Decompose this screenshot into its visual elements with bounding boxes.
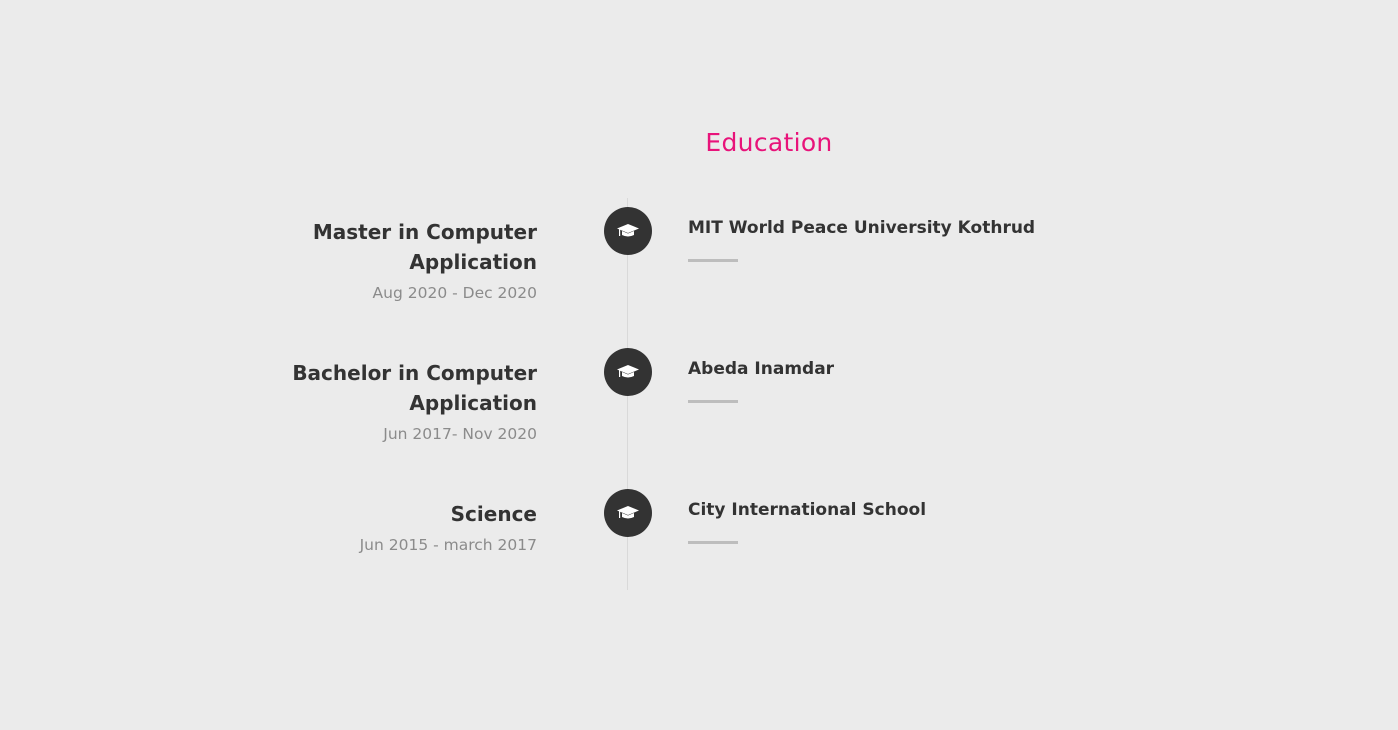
degree-block: Master in Computer Application Aug 2020 … xyxy=(237,217,537,305)
graduation-cap-icon xyxy=(617,506,639,519)
degree-title: Master in Computer Application xyxy=(237,217,537,277)
degree-dates: Aug 2020 - Dec 2020 xyxy=(372,284,537,302)
graduation-cap-icon xyxy=(617,365,639,378)
institution-name: City International School xyxy=(688,500,927,520)
graduation-cap-icon xyxy=(617,224,639,237)
institution-underline xyxy=(688,400,738,403)
degree-dates: Jun 2017- Nov 2020 xyxy=(383,425,537,443)
institution-name: MIT World Peace University Kothrud xyxy=(688,218,1036,238)
degree-title: Science xyxy=(237,499,537,529)
degree-title-line: Science xyxy=(450,502,537,526)
timeline-marker xyxy=(604,207,652,255)
timeline-marker xyxy=(604,489,652,537)
degree-title-line: Application xyxy=(409,391,537,415)
institution-underline xyxy=(688,259,738,262)
timeline-entry: Master in Computer Application Aug 2020 … xyxy=(0,207,1398,337)
institution-name: Abeda Inamdar xyxy=(688,359,835,379)
institution-block: MIT World Peace University Kothrud xyxy=(688,217,1138,262)
degree-block: Bachelor in Computer Application Jun 201… xyxy=(237,358,537,446)
degree-title-line: Bachelor in Computer xyxy=(292,361,537,385)
institution-block: City International School xyxy=(688,499,1138,544)
section-title: Education xyxy=(705,128,833,157)
timeline-entry: Bachelor in Computer Application Jun 201… xyxy=(0,348,1398,478)
degree-dates: Jun 2015 - march 2017 xyxy=(359,536,537,554)
degree-title: Bachelor in Computer Application xyxy=(237,358,537,418)
degree-title-line: Application xyxy=(409,250,537,274)
timeline-entry: Science Jun 2015 - march 2017 City Inter… xyxy=(0,489,1398,619)
degree-block: Science Jun 2015 - march 2017 xyxy=(237,499,537,557)
degree-title-line: Master in Computer xyxy=(312,220,537,244)
timeline-marker xyxy=(604,348,652,396)
institution-block: Abeda Inamdar xyxy=(688,358,1138,403)
institution-underline xyxy=(688,541,738,544)
